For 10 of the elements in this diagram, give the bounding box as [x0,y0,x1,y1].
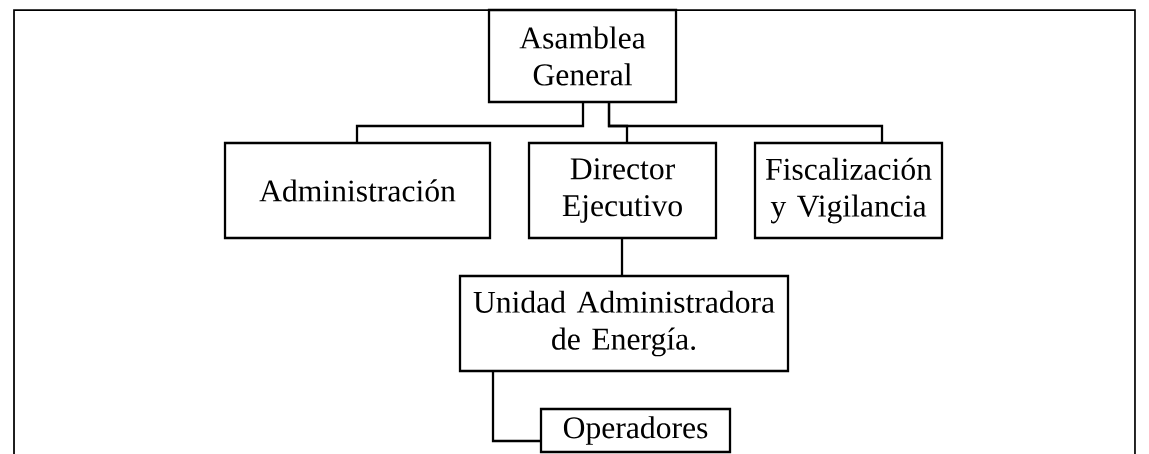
org-box: Unidad Administradora de Energía. [458,274,790,373]
connector-line [355,102,585,143]
org-box: Director Ejecutivo [527,141,718,240]
org-box: Asamblea General [487,8,678,104]
connector-line [491,371,541,443]
connector-line [620,238,624,276]
org-box: Operadores [539,407,732,454]
connector-line [607,102,884,143]
org-box: Fiscalización y Vigilancia [753,141,944,240]
org-box: Administración [223,141,492,240]
